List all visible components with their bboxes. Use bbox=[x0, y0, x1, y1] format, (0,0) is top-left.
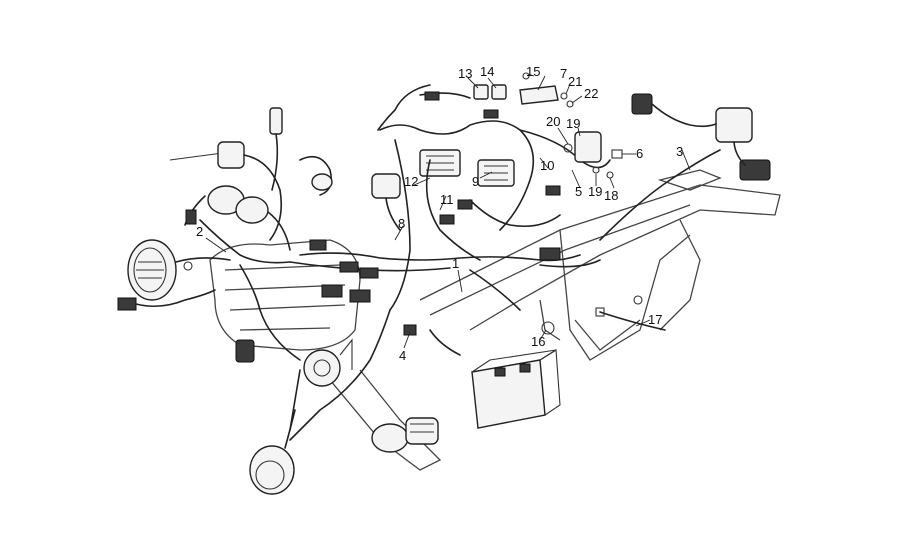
main-wiring-harness bbox=[199, 120, 721, 441]
ignition-coils bbox=[184, 185, 291, 251]
right-handlebar-switch bbox=[371, 173, 401, 231]
callout-22: 22 bbox=[584, 86, 598, 101]
callout-12: 12 bbox=[404, 174, 418, 189]
callout-19b: 19 bbox=[566, 116, 580, 131]
tail-light-unit bbox=[631, 93, 771, 181]
callout-2: 2 bbox=[196, 224, 203, 239]
callout-15: 15 bbox=[526, 64, 540, 79]
callout-9: 9 bbox=[472, 174, 479, 189]
fuse-boxes bbox=[419, 149, 515, 187]
leader-lines bbox=[205, 73, 691, 349]
rear-lamp-dome bbox=[249, 409, 296, 495]
sidestand-switch bbox=[595, 307, 666, 331]
callout-20: 20 bbox=[546, 114, 560, 129]
callout-1: 1 bbox=[452, 256, 459, 271]
callout-7: 7 bbox=[560, 66, 567, 81]
ht-leads bbox=[299, 155, 333, 196]
callout-17: 17 bbox=[648, 312, 662, 327]
callout-8: 8 bbox=[398, 216, 405, 231]
callout-13: 13 bbox=[458, 66, 472, 81]
side-connector bbox=[135, 289, 255, 363]
callout-18: 18 bbox=[604, 188, 618, 203]
callout-labels: 1 2 3 4 5 6 7 8 9 10 11 12 13 14 15 16 1… bbox=[196, 64, 683, 363]
callout-11: 11 bbox=[440, 192, 454, 207]
battery bbox=[471, 349, 561, 429]
callout-4: 4 bbox=[399, 348, 406, 363]
callout-14: 14 bbox=[480, 64, 494, 79]
relays bbox=[377, 84, 507, 131]
callout-5: 5 bbox=[575, 184, 582, 199]
callout-10: 10 bbox=[540, 158, 554, 173]
callout-6: 6 bbox=[636, 146, 643, 161]
callout-19a: 19 bbox=[588, 184, 602, 199]
headlight bbox=[127, 239, 231, 301]
callout-16: 16 bbox=[531, 334, 545, 349]
motorcycle-frame bbox=[329, 169, 781, 471]
horn bbox=[303, 338, 353, 387]
callout-3: 3 bbox=[676, 144, 683, 159]
starter-motor bbox=[371, 417, 439, 453]
spark-plug-cap bbox=[269, 107, 283, 191]
callout-21: 21 bbox=[568, 74, 582, 89]
left-handlebar-switch bbox=[169, 141, 283, 241]
rectifier-bracket bbox=[519, 72, 623, 179]
harness-connectors bbox=[117, 185, 561, 336]
